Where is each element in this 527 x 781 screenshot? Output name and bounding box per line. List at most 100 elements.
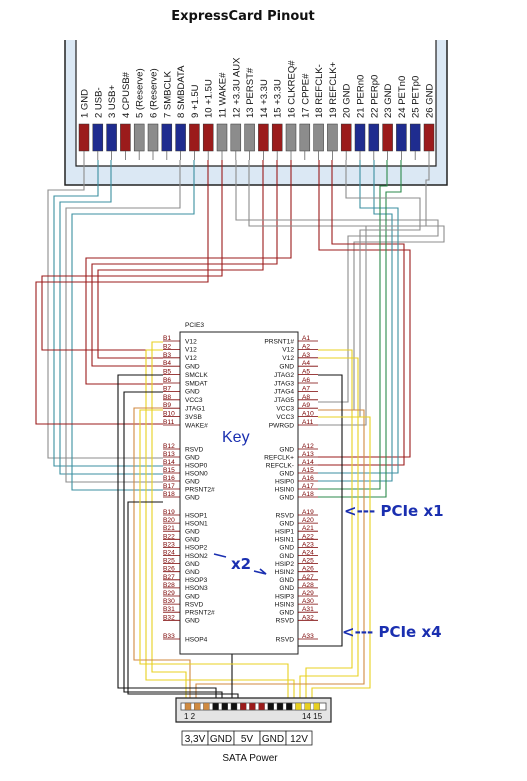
ec-pin-label: 9 +1.5U xyxy=(190,84,201,118)
ec-pin-18 xyxy=(313,123,324,152)
ec-pin-1 xyxy=(78,123,90,152)
pcie-b-label: RSVD xyxy=(185,601,204,608)
ec-pin-label: 17 CPPE# xyxy=(300,73,311,118)
sata-pin xyxy=(212,702,219,711)
wire xyxy=(195,409,365,698)
pcie-b-label: GND xyxy=(185,478,200,485)
ec-pin-9 xyxy=(189,123,200,152)
pcie-b-label: HSON3 xyxy=(185,585,208,592)
pcie-a-num: A32 xyxy=(302,614,314,621)
pcie-b-label: V12 xyxy=(185,355,197,362)
sata-pin xyxy=(286,702,293,711)
ec-pin-26 xyxy=(423,123,435,152)
x2-arrows-icon xyxy=(213,553,267,575)
sata-title: SATA Power xyxy=(222,753,278,764)
pcie-b-num: B6 xyxy=(163,377,171,384)
pcie-b-label: HSON1 xyxy=(185,520,208,527)
sata-pin xyxy=(276,702,284,711)
ec-pin-label: 24 PETn0 xyxy=(397,76,408,118)
annotation-pcie-x4: <--- PCIe x4 xyxy=(342,623,442,641)
pcie-a-label: JTAG4 xyxy=(274,389,294,396)
pcie-b-num: B18 xyxy=(163,491,175,498)
pcie-a-label: GND xyxy=(279,446,294,453)
pcie-a-label: VCC3 xyxy=(276,414,294,421)
pcie-b-num: B16 xyxy=(163,475,175,482)
ec-pin-label: 5 (Reserve) xyxy=(135,68,146,118)
ec-pin-16 xyxy=(285,123,297,152)
pcie-a-label: GND xyxy=(279,553,294,560)
sata-pin xyxy=(203,702,210,711)
ec-pin-label: 23 GND xyxy=(383,84,394,118)
pcie-b-label: V12 xyxy=(185,347,197,354)
sata-pin-last: 14 15 xyxy=(302,712,323,721)
annotation-x2: x2 xyxy=(231,555,251,573)
pcie-b-num: B17 xyxy=(163,483,175,490)
pcie-b-num: B23 xyxy=(163,541,175,548)
pcie-b-num: B26 xyxy=(163,566,175,573)
pcie-b-label: JTAG1 xyxy=(185,406,205,413)
pcie-a-num: A5 xyxy=(302,369,310,376)
pcie-a-num: A31 xyxy=(302,606,314,613)
wire xyxy=(59,160,163,475)
sata-pin xyxy=(193,702,201,711)
pcie-a-label: HSIN1 xyxy=(275,537,295,544)
pcie-b-num: B13 xyxy=(163,451,175,458)
pcie-a-num: A8 xyxy=(302,394,310,401)
pcie-b-num: B19 xyxy=(163,509,175,516)
wire xyxy=(139,409,289,698)
ec-pin-label: 1 GND xyxy=(80,89,91,118)
pcie-a-label: RSVD xyxy=(276,512,295,519)
pcie-a-label: V12 xyxy=(282,355,294,362)
pcie-a-num: A19 xyxy=(302,509,314,516)
pcie-a-num: A29 xyxy=(302,590,314,597)
ec-pin-label: 7 SMBCLK xyxy=(162,70,173,118)
ec-pin-label: 25 PETp0 xyxy=(411,76,422,118)
pcie-b-label: HSOP4 xyxy=(185,636,208,643)
pcie-a-label: HSIN2 xyxy=(275,569,295,576)
ec-pin-2 xyxy=(92,123,104,152)
ec-pin-8 xyxy=(175,123,186,152)
pcie-b-num: B21 xyxy=(163,525,175,532)
pcie-name: PCIE3 xyxy=(185,322,204,329)
pcie-a-num: A24 xyxy=(302,550,314,557)
sata-pin xyxy=(295,702,302,711)
key-label: Key xyxy=(222,429,250,446)
ec-pin-10 xyxy=(202,123,214,152)
wire xyxy=(151,341,187,698)
pcie-b-num: B11 xyxy=(163,419,175,426)
wire xyxy=(145,349,295,698)
pcie-b-label: 3VSB xyxy=(185,414,202,421)
ec-pin-25 xyxy=(409,123,421,152)
pcie-a-num: A6 xyxy=(302,377,310,384)
sata-legend-label: 5V xyxy=(241,734,254,745)
pcie-a-num: A9 xyxy=(302,402,310,409)
pcie-b-num: B31 xyxy=(163,606,175,613)
pcie-a-label: GND xyxy=(279,364,294,371)
pcie-b-label: HSOP2 xyxy=(185,545,208,552)
pcie-a-label: HSIP1 xyxy=(275,529,294,536)
pcie-b-label: GND xyxy=(185,494,200,501)
pcie-a-label: GND xyxy=(279,610,294,617)
pcie-a-num: A2 xyxy=(302,343,310,350)
pcie-b-num: B1 xyxy=(163,335,171,342)
pcie-b-num: B20 xyxy=(163,517,175,524)
pcie-a-num: A18 xyxy=(302,491,314,498)
pcie-a-num: A13 xyxy=(302,451,314,458)
sata-pin xyxy=(267,702,274,711)
ec-pin-15 xyxy=(271,123,283,152)
wire xyxy=(318,160,411,458)
ec-pin-label: 14 +3.3U xyxy=(259,79,270,118)
pcie-a-label: GND xyxy=(279,494,294,501)
pcie-a-label: HSIP3 xyxy=(275,593,294,600)
pcie-a-num: A15 xyxy=(302,467,314,474)
wire xyxy=(318,160,399,474)
ec-pin-label: 26 GND xyxy=(425,84,436,118)
pcie-b-label: GND xyxy=(185,529,200,536)
pcie-a-label: REFCLK- xyxy=(266,462,294,469)
wire xyxy=(318,160,421,418)
connector-slot-outline xyxy=(75,40,437,167)
ec-pin-label: 11 WAKE# xyxy=(218,72,229,118)
pcie-a-label: JTAG3 xyxy=(274,380,294,387)
ec-pin-label: 13 PERST# xyxy=(245,67,256,118)
